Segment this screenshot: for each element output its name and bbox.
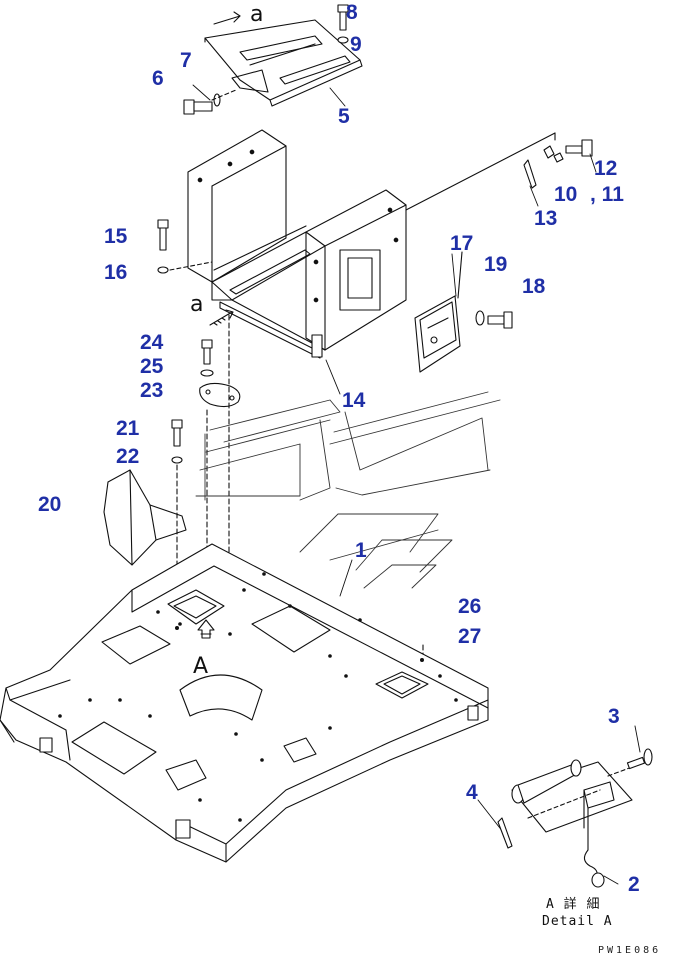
cover-plate-part-23 — [199, 382, 241, 408]
callout-3: 3 — [608, 705, 620, 728]
callout-15: 15 — [104, 225, 128, 248]
bolt-part-15 — [157, 219, 169, 251]
washer-part-25 — [200, 369, 214, 377]
callout-21: 21 — [116, 417, 140, 440]
cover-part-20 — [103, 469, 187, 566]
callout-20: 20 — [38, 493, 62, 516]
bolt-part-21 — [171, 419, 183, 447]
panel-part-17 — [414, 295, 461, 373]
callout-9: 9 — [350, 33, 362, 56]
base-frame-part-1 — [0, 543, 489, 863]
bolt-part-6 — [183, 99, 213, 115]
washer-part-7 — [213, 93, 221, 107]
callout-12: 12 — [594, 157, 618, 180]
callout-2: 2 — [628, 873, 640, 896]
washer-part-10 — [543, 145, 555, 159]
phantom-outline — [195, 391, 501, 589]
callout-19: 19 — [484, 253, 508, 276]
callout-27: 27 — [458, 625, 482, 648]
detail-caption-jp: A 詳 細 — [546, 897, 601, 912]
callout-13: 13 — [534, 207, 558, 230]
drawing-code: PW1E086 — [598, 945, 662, 956]
callout-6: 6 — [152, 67, 164, 90]
callout-23: 23 — [140, 379, 164, 402]
callout-5: 5 — [338, 105, 350, 128]
callout-18: 18 — [522, 275, 546, 298]
detail-caption-en: Detail A — [542, 914, 613, 929]
washer-part-16 — [157, 266, 169, 274]
view-mark-a-left: a — [190, 292, 204, 317]
callout-26: 26 — [458, 595, 482, 618]
washer-part-22 — [171, 456, 183, 464]
cover-plate-part-5 — [204, 19, 363, 107]
callout-24: 24 — [140, 331, 164, 354]
leader-lines — [192, 84, 641, 885]
washer-part-19 — [475, 310, 485, 326]
callout-4: 4 — [466, 781, 478, 804]
callout-11: , 11 — [590, 183, 624, 206]
callout-7: 7 — [180, 49, 192, 72]
view-mark-arrow-a: A — [193, 654, 209, 679]
spring-part-2 — [583, 849, 605, 888]
callout-10: 10 — [554, 183, 578, 206]
bolt-part-12 — [565, 139, 593, 157]
direction-arrow-top — [213, 11, 241, 25]
bolt-part-24 — [201, 339, 213, 365]
clip-part-13 — [523, 159, 537, 189]
bolt-part-8 — [337, 4, 349, 31]
callout-1: 1 — [355, 539, 367, 562]
detail-a-hinge — [511, 759, 641, 851]
callout-17: 17 — [450, 232, 474, 255]
callout-8: 8 — [346, 1, 358, 24]
callout-22: 22 — [116, 445, 140, 468]
pin-part-4 — [497, 817, 513, 849]
view-mark-a-top: a — [250, 2, 264, 27]
direction-arrow-left — [209, 309, 234, 326]
bolt-part-3 — [626, 748, 653, 770]
support-frame-part-14 — [187, 129, 407, 359]
callout-14: 14 — [342, 389, 366, 412]
view-arrow-a — [197, 619, 215, 639]
callout-16: 16 — [104, 261, 128, 284]
bolt-part-18 — [487, 311, 513, 329]
washer-part-11 — [553, 152, 564, 163]
callout-25: 25 — [140, 355, 164, 378]
washer-part-9 — [337, 36, 349, 44]
